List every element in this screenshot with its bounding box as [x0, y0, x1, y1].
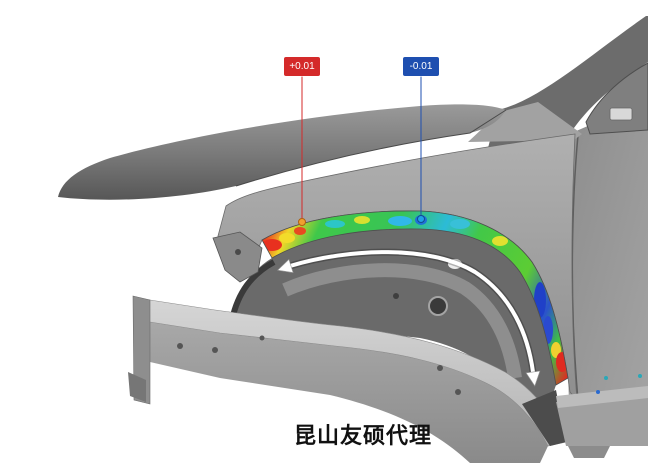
door-seam	[571, 134, 579, 401]
frame-rail-side	[150, 322, 548, 463]
arrow-shaft	[289, 250, 535, 373]
arrowhead-down	[525, 370, 541, 387]
body-mark	[604, 376, 608, 380]
callout-dot-positive	[298, 218, 306, 226]
direction-arrow	[277, 248, 541, 387]
arrowhead-left	[277, 258, 294, 273]
wheelhouse-gap	[522, 390, 566, 446]
rail-hole	[212, 347, 218, 353]
wheelhouse-liner-highlight	[282, 263, 522, 380]
rocker-flange	[556, 386, 648, 408]
rail-hole	[455, 389, 461, 395]
body-mark	[596, 390, 600, 394]
rail-hole	[437, 365, 443, 371]
liner-hole	[393, 293, 399, 299]
hood	[58, 104, 506, 200]
rail-hole	[177, 343, 183, 349]
body-mark	[638, 374, 642, 378]
bracket-hole	[235, 249, 241, 255]
shock-tower-hole	[428, 296, 448, 316]
underbody-bracket	[568, 446, 610, 458]
door-panel	[560, 100, 648, 432]
rocker-panel	[556, 394, 648, 446]
callout-dot-negative	[417, 215, 425, 223]
callout-label-positive: +0.01	[284, 57, 320, 76]
mirror-mount	[609, 107, 633, 121]
rail-hole	[259, 335, 265, 341]
callout-label-negative: -0.01	[403, 57, 439, 76]
cowl-panel	[468, 102, 582, 142]
hood-edge-line	[235, 109, 507, 187]
caption-text: 昆山友硕代理	[293, 424, 432, 449]
frame-rail-bracket	[128, 372, 146, 402]
window-frame	[585, 62, 648, 135]
headlamp-bracket	[212, 231, 263, 283]
